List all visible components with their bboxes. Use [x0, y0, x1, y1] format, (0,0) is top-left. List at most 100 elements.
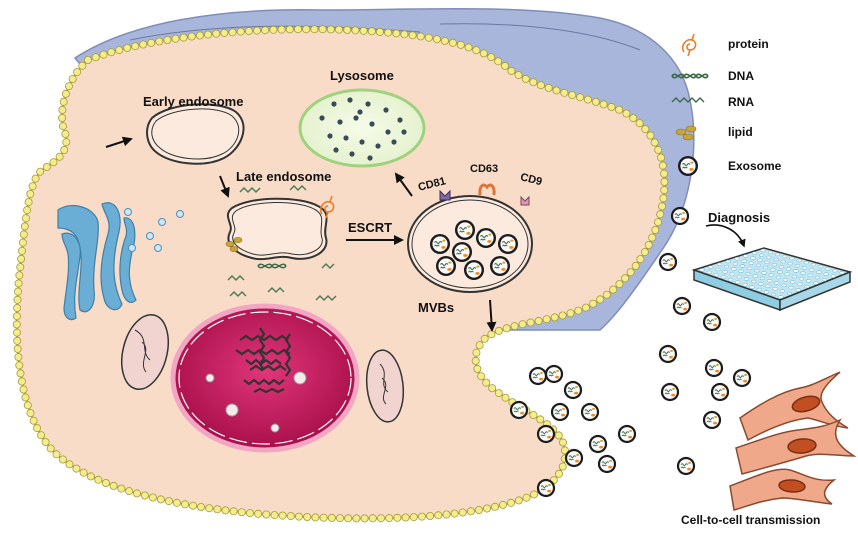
plate-well	[768, 273, 774, 277]
membrane-bead	[482, 504, 491, 513]
multivesicular-body	[407, 195, 533, 293]
membrane-bead	[42, 162, 51, 171]
membrane-bead	[359, 26, 368, 35]
plate-well	[798, 277, 805, 281]
membrane-bead	[626, 268, 635, 277]
plate-well	[760, 248, 766, 253]
plate-well	[778, 265, 785, 269]
membrane-bead	[163, 36, 172, 45]
plate-well	[789, 256, 795, 261]
membrane-bead	[46, 444, 55, 453]
mitochondrion-right	[365, 349, 405, 423]
plate-well	[800, 271, 806, 275]
membrane-bead	[659, 194, 668, 203]
membrane-bead	[59, 97, 68, 106]
membrane-bead	[94, 475, 103, 484]
plate-well	[790, 280, 796, 284]
plate-well	[745, 272, 751, 276]
legend-lipid-icon	[675, 125, 697, 141]
arrow-uptake	[105, 136, 133, 148]
membrane-bead	[36, 167, 45, 176]
plate-well	[781, 283, 787, 288]
intraluminal-vesicle	[475, 227, 497, 249]
membrane-bead	[237, 508, 246, 517]
membrane-bead	[401, 513, 410, 522]
cell-shell-crease	[129, 23, 641, 51]
membrane-bead	[73, 68, 82, 77]
plate-well	[809, 268, 815, 272]
membrane-bead	[41, 438, 50, 447]
plate-well	[735, 280, 741, 284]
membrane-bead	[278, 511, 287, 520]
plate-well	[751, 279, 757, 284]
membrane-bead	[236, 27, 245, 36]
plate-well	[755, 263, 762, 268]
membrane-bead	[552, 86, 561, 95]
membrane-bead	[13, 344, 22, 353]
membrane-bead	[648, 233, 657, 242]
lysosome-granule	[327, 133, 333, 139]
plate-well	[759, 253, 765, 257]
membrane-bead	[479, 49, 488, 58]
plate-well	[732, 262, 738, 266]
membrane-bead	[507, 66, 516, 75]
membrane-bead	[550, 313, 559, 322]
secreted-exosome	[676, 456, 696, 476]
secreted-exosome	[536, 478, 556, 498]
nucleus	[170, 303, 360, 453]
membrane-bead	[37, 431, 46, 440]
membrane-bead	[91, 53, 100, 62]
membrane-bead	[574, 306, 583, 315]
membrane-bead	[13, 295, 22, 304]
membrane-bead	[450, 509, 459, 518]
membrane-bead	[195, 31, 204, 40]
membrane-bead	[656, 210, 665, 219]
plasma-membrane	[12, 25, 669, 523]
membrane-bead	[589, 299, 598, 308]
secreted-exosome	[672, 296, 692, 316]
secreted-exosome	[710, 382, 730, 402]
plate-well	[806, 279, 812, 283]
lysosome-granule	[383, 107, 389, 113]
membrane-bead	[228, 28, 237, 37]
membrane-bead	[244, 27, 253, 36]
membrane-bead	[68, 75, 77, 84]
membrane-bead	[318, 25, 327, 34]
membrane-bead	[424, 33, 433, 42]
membrane-bead	[660, 177, 669, 186]
membrane-bead	[31, 174, 40, 183]
membrane-bead	[555, 469, 564, 478]
membrane-bead	[480, 334, 489, 343]
plate-well	[765, 284, 771, 288]
membrane-bead	[440, 36, 449, 45]
lysosome-granule	[401, 129, 407, 135]
membrane-bead	[293, 25, 302, 34]
lysosome-granule	[343, 135, 349, 141]
membrane-bead	[179, 33, 188, 42]
membrane-bead	[277, 25, 286, 34]
arrow-to-diagnosis	[705, 224, 746, 248]
plate-well	[751, 251, 758, 255]
membrane-bead	[26, 189, 35, 198]
diagnosis-label: Diagnosis	[708, 210, 770, 225]
plate-well	[749, 285, 755, 289]
plate-well	[803, 260, 809, 265]
late-endosome	[227, 197, 328, 261]
membrane-bead	[376, 514, 385, 523]
plate-well	[774, 281, 780, 285]
lipid-droplets	[225, 237, 243, 252]
membrane-bead	[19, 230, 28, 239]
plate-well	[754, 268, 760, 273]
membrane-bead	[187, 32, 196, 41]
secreted-exosome	[660, 382, 680, 402]
membrane-bead	[24, 198, 33, 207]
plate-well	[715, 267, 721, 272]
intraluminal-vesicle	[435, 255, 457, 277]
membrane-bead	[500, 61, 509, 70]
membrane-bead	[62, 138, 71, 147]
membrane-bead	[514, 496, 523, 505]
membrane-bead	[156, 495, 165, 504]
secreted-exosome	[704, 358, 724, 378]
membrane-bead	[334, 25, 343, 34]
cd9-label: CD9	[519, 171, 543, 188]
